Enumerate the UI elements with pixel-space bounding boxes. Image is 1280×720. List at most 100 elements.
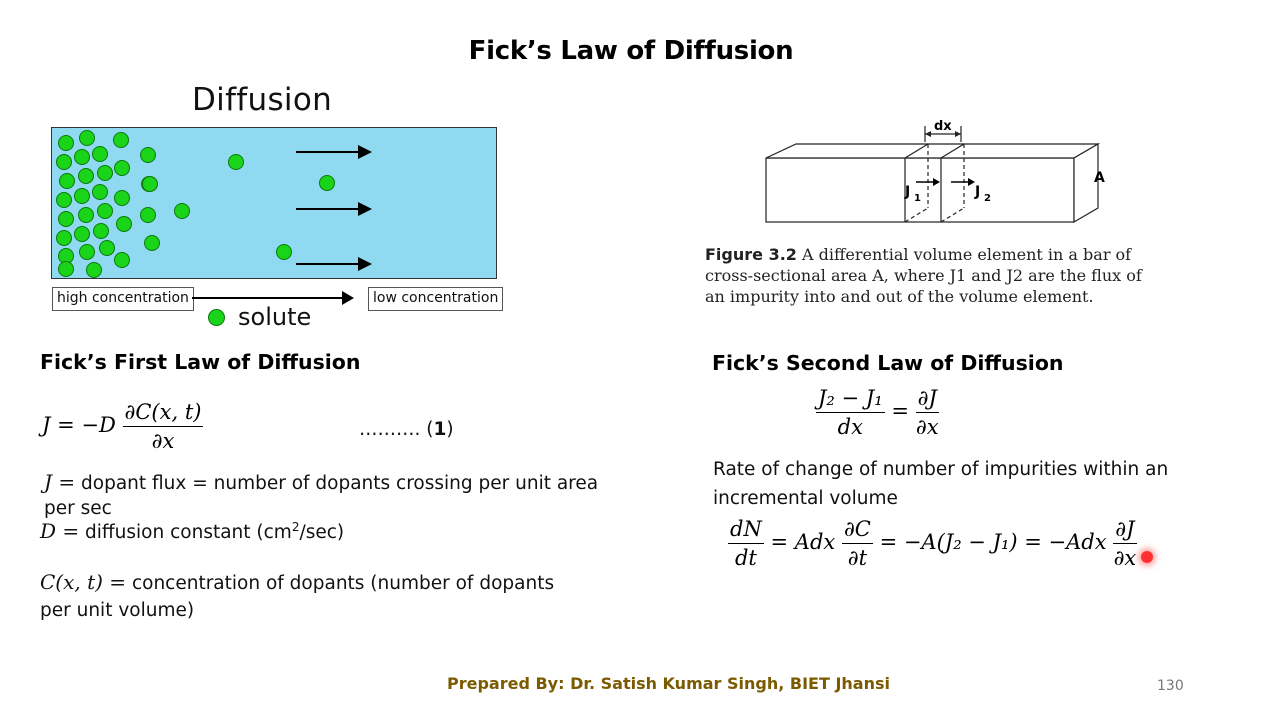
solute-particle [74, 188, 90, 204]
second-law-eq2-fraction-1: dN dt [728, 515, 764, 572]
solute-particle [97, 165, 113, 181]
second-law-eq1-fraction-right: ∂J ∂x [915, 384, 939, 441]
solute-particle [92, 146, 108, 162]
solute-particle [113, 132, 129, 148]
second-law-eq1-fraction-left: J₂ − J₁ dx [816, 384, 885, 441]
second-law-eq2-fraction-3: ∂J ∂x [1113, 515, 1137, 572]
solute-particle [140, 207, 156, 223]
definition-diffusion-symbol: D = [40, 519, 80, 543]
volume-element-diagram: dx J 1 J 2 A [765, 119, 1105, 224]
solute-particle [114, 160, 130, 176]
solute-particle [79, 244, 95, 260]
second-law-eq2-denominator-2: ∂t [847, 546, 868, 570]
j1-subscript: 1 [914, 193, 921, 204]
second-law-eq2-numerator-3: ∂J [1113, 515, 1137, 544]
concentration-gradient-arrow [192, 291, 354, 305]
definition-diffusion-text: diffusion constant (cm [85, 522, 292, 543]
equation-reference-dots: ………. [359, 419, 421, 440]
definition-flux-symbol: J = [44, 470, 76, 494]
first-law-heading: Fick’s First Law of Diffusion [40, 350, 361, 374]
second-law-eq2-denominator-3: ∂x [1113, 546, 1137, 570]
second-law-equation-2: dN dt = Adx ∂C ∂t = −A(J₂ − J₁) = −Adx ∂… [728, 515, 1137, 572]
second-law-eq1-numerator: J₂ − J₁ [816, 384, 885, 413]
definition-concentration-symbol: C(x, t) = [40, 570, 127, 594]
second-law-heading: Fick’s Second Law of Diffusion [712, 351, 1064, 375]
second-law-eq2-middle-2: = −A(J₂ − J₁) = −Adx [879, 530, 1107, 554]
solute-particle [114, 252, 130, 268]
second-law-description-line-2: incremental volume [713, 488, 898, 509]
equation-reference-number: 1 [433, 419, 447, 440]
solute-particle [56, 154, 72, 170]
j1-label: J [904, 184, 910, 200]
j2-subscript: 2 [984, 193, 991, 204]
solute-legend-icon [208, 309, 225, 326]
diffusion-figure-title: Diffusion [192, 82, 333, 118]
solute-particle [58, 261, 74, 277]
second-law-eq1-denominator: dx [837, 415, 863, 439]
solute-particle [56, 230, 72, 246]
definition-flux-text: dopant flux = number of dopants crossing… [81, 473, 599, 494]
definition-diffusion-text-end: /sec) [299, 522, 345, 543]
equation-reference-open: ( [426, 419, 434, 440]
second-law-eq1-equals: = [891, 399, 909, 423]
solute-particle [174, 203, 190, 219]
definition-concentration-continued: per unit volume) [40, 600, 195, 621]
solute-particle [93, 223, 109, 239]
high-concentration-label: high concentration [52, 287, 194, 311]
solute-particle [58, 211, 74, 227]
diffusion-direction-arrow [296, 257, 372, 271]
first-law-eq-fraction: ∂C(x, t) ∂x [122, 398, 204, 455]
figure-caption-text: A differential volume element in a bar o… [705, 245, 1142, 306]
second-law-eq2-middle-1: = Adx [770, 530, 836, 554]
solute-particle [74, 226, 90, 242]
diffusion-direction-arrow [296, 145, 372, 159]
second-law-eq2-fraction-2: ∂C ∂t [841, 515, 873, 572]
solute-particle [319, 175, 335, 191]
second-law-eq2-denominator-1: dt [734, 546, 757, 570]
definition-flux: J = dopant flux = number of dopants cros… [44, 468, 644, 498]
diffusion-direction-arrow [296, 202, 372, 216]
solute-particle [144, 235, 160, 251]
definition-concentration: C(x, t) = concentration of dopants (numb… [40, 570, 554, 594]
solute-particle [78, 207, 94, 223]
first-law-equation: J = −D ∂C(x, t) ∂x [42, 398, 204, 455]
second-law-description-line-1: Rate of change of number of impurities w… [713, 459, 1169, 480]
slide-title: Fick’s Law of Diffusion [468, 36, 794, 66]
page-number: 130 [1157, 678, 1184, 694]
laser-pointer [1141, 551, 1153, 563]
solute-particle [79, 130, 95, 146]
solute-particle [59, 173, 75, 189]
equation-reference-close: ) [446, 419, 454, 440]
figure-caption: Figure 3.2 A differential volume element… [705, 244, 1165, 307]
diffusion-medium [51, 127, 497, 279]
solute-particle [74, 149, 90, 165]
solute-particle [228, 154, 244, 170]
definition-flux-continued: per sec [44, 498, 112, 519]
dx-label: dx [934, 119, 952, 134]
solute-particle [78, 168, 94, 184]
solute-particle [99, 240, 115, 256]
second-law-description: Rate of change of number of impurities w… [713, 455, 1168, 513]
slide-footer: Prepared By: Dr. Satish Kumar Singh, BIE… [447, 674, 890, 693]
figure-caption-label: Figure 3.2 [705, 245, 797, 264]
definition-concentration-text: concentration of dopants (number of dopa… [131, 573, 555, 594]
definition-diffusion-constant: D = diffusion constant (cm2/sec) [40, 519, 344, 543]
solute-particle [142, 176, 158, 192]
solute-particle [114, 190, 130, 206]
j2-label: J [974, 184, 980, 200]
area-label: A [1094, 170, 1105, 186]
low-concentration-label: low concentration [368, 287, 504, 311]
second-law-eq1-right-denominator: ∂x [915, 415, 939, 439]
second-law-eq2-numerator-1: dN [728, 515, 764, 544]
second-law-eq1-right-numerator: ∂J [915, 384, 939, 413]
solute-particle [56, 192, 72, 208]
solute-particle [86, 262, 102, 278]
definition-diffusion-sup: 2 [291, 519, 300, 534]
second-law-eq2-numerator-2: ∂C [841, 515, 873, 544]
solute-particle [92, 184, 108, 200]
solute-particle [97, 203, 113, 219]
second-law-equation-1: J₂ − J₁ dx = ∂J ∂x [816, 384, 939, 441]
first-law-eq-denominator: ∂x [151, 429, 175, 453]
solute-particle [276, 244, 292, 260]
solute-particle [140, 147, 156, 163]
